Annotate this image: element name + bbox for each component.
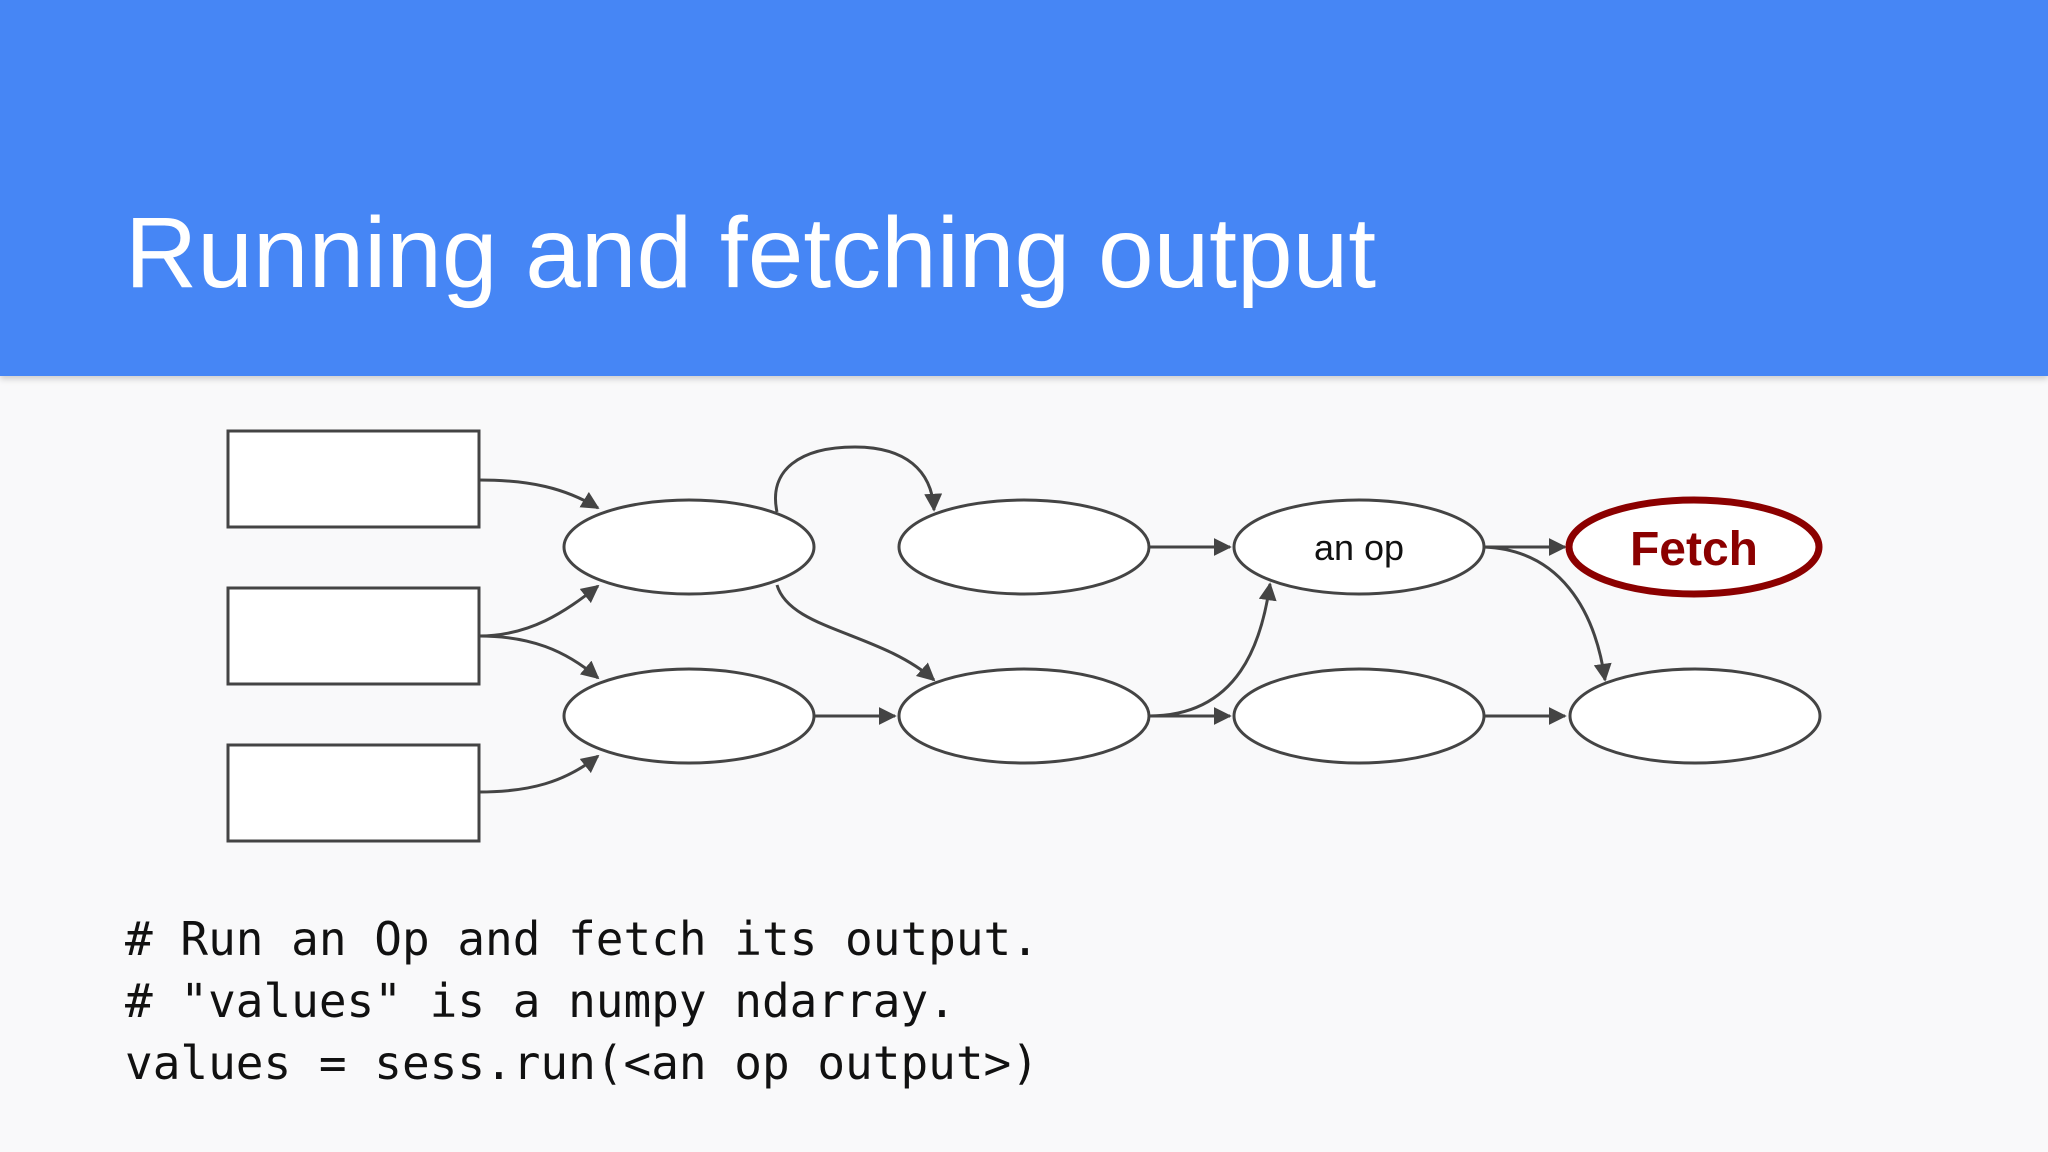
op-node-label: an op bbox=[1314, 527, 1404, 568]
fetch-label: Fetch bbox=[1630, 523, 1758, 576]
code-statement-line: values = sess.run(<an op output>) bbox=[125, 1036, 1039, 1090]
title-banner: Running and fetching output bbox=[0, 0, 2048, 376]
edge-node-a-to-node-b bbox=[774, 445, 943, 513]
fetch-node bbox=[1565, 496, 1823, 598]
op-node bbox=[562, 667, 816, 765]
op-node bbox=[562, 498, 816, 596]
edge-input2-to-node-a bbox=[478, 584, 600, 638]
input-node bbox=[226, 586, 481, 686]
edge-node-e-to-node-c bbox=[1148, 582, 1277, 718]
input-node bbox=[226, 429, 481, 529]
edge-input1-to-node-a bbox=[478, 478, 600, 510]
edge-input3-to-node-d bbox=[478, 754, 600, 794]
input-nodes bbox=[226, 429, 481, 843]
edge-node-c-to-node-g bbox=[1483, 545, 1612, 682]
op-node-an-op bbox=[1232, 498, 1486, 596]
edge-input2-to-node-d bbox=[478, 634, 600, 680]
code-comment-line-2: # "values" is a numpy ndarray. bbox=[125, 974, 956, 1028]
code-snippet: # Run an Op and fetch its output. # "val… bbox=[125, 908, 1039, 1094]
slide-title: Running and fetching output bbox=[125, 197, 1376, 309]
input-node bbox=[226, 743, 481, 843]
op-node bbox=[1568, 667, 1822, 765]
code-comment-line-1: # Run an Op and fetch its output. bbox=[125, 912, 1039, 966]
op-node bbox=[897, 667, 1151, 765]
op-nodes bbox=[562, 498, 1822, 765]
edge-node-a-to-node-e bbox=[775, 584, 936, 682]
graph-edges bbox=[478, 445, 1612, 794]
op-node bbox=[897, 498, 1151, 596]
op-node bbox=[1232, 667, 1486, 765]
